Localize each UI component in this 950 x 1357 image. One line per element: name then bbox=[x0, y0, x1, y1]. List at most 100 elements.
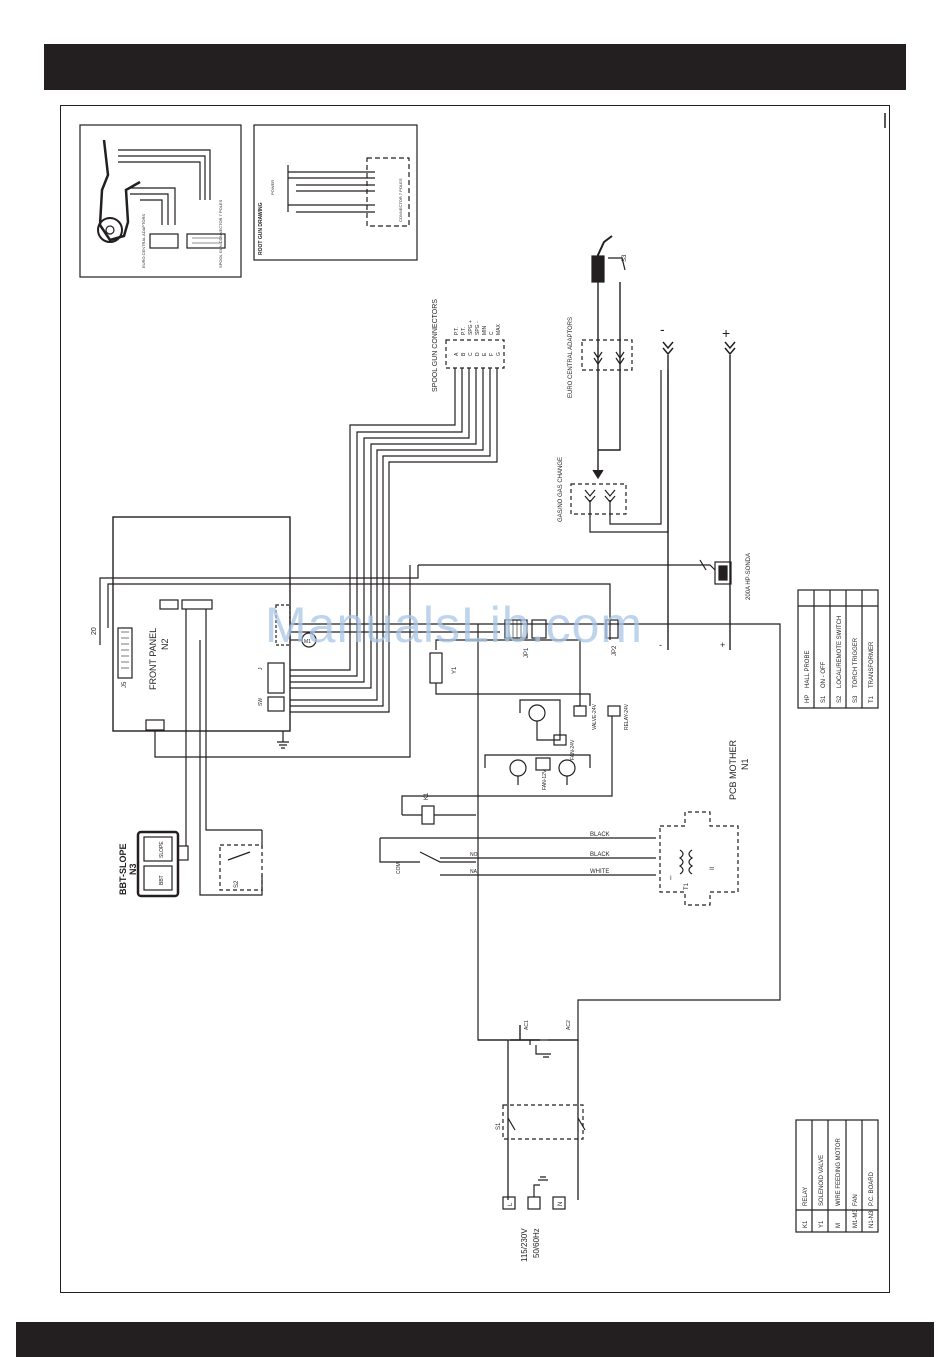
inset-right-power: POWER bbox=[270, 180, 275, 195]
y1-label: Y1 bbox=[452, 666, 458, 674]
inset-left-label-euro: EURO CENTRAL ADAPTORS bbox=[141, 214, 146, 268]
watermark: ManualsLib.com bbox=[265, 597, 644, 653]
legend-top-desc-1: ON - OFF bbox=[821, 661, 827, 688]
terminal-l: L bbox=[508, 1202, 514, 1206]
t1-secondary: II bbox=[710, 866, 716, 870]
legend-bottom-code-0: K1 bbox=[803, 1220, 809, 1228]
hall-probe-label: 200A HP-SONDA bbox=[746, 553, 752, 600]
spool-pin-g: G bbox=[496, 352, 502, 356]
ac2-label: AC2 bbox=[566, 1020, 572, 1030]
euro-central-adaptor: S3 EURO CENTRAL ADAPTORS bbox=[568, 235, 633, 480]
t1-label: T1 bbox=[684, 882, 690, 890]
supply-voltage: 115/230V bbox=[520, 1228, 529, 1262]
wire-black-1: BLACK bbox=[590, 832, 610, 838]
front-panel-ref: N2 bbox=[160, 638, 170, 650]
legend-bottom-code-3: M1-M3 bbox=[853, 1209, 859, 1228]
spool-pin-c: C bbox=[468, 352, 474, 356]
hall-probe: 200A HP-SONDA bbox=[418, 553, 752, 600]
spool-gun-label: SPOOL GUN CONNECTORS bbox=[432, 299, 439, 392]
contact-com: COM bbox=[396, 862, 402, 874]
legend-top-desc-4: TRANSFORMER bbox=[869, 641, 875, 688]
legend-top-code-3: S3 bbox=[853, 695, 859, 703]
inset-gun-drawing: EURO CENTRAL ADAPTORS SPOOL GUN CONNECTO… bbox=[79, 124, 242, 278]
header-bar bbox=[44, 44, 906, 90]
gas-change-label: GAS/NO GAS CHANGE bbox=[558, 457, 564, 522]
pcb-mother-name: PCB MOTHER bbox=[728, 739, 738, 800]
bbt-slope-ref: N3 bbox=[128, 863, 138, 875]
legend-top-code-2: S2 bbox=[837, 695, 843, 703]
output-terminals: - + - + bbox=[659, 321, 736, 650]
legend-top-desc-2: LOCAL/REMOTE SWITCH bbox=[837, 616, 843, 688]
spool-sig-4: MIN bbox=[482, 325, 488, 335]
switch-s2: S2 bbox=[199, 640, 263, 896]
bbt-slope-name: BBT-SLOPE bbox=[118, 843, 128, 895]
spool-pin-b: B bbox=[461, 352, 467, 356]
legend-bottom-code-1: Y1 bbox=[819, 1220, 825, 1228]
legend-bottom: K1 RELAY Y1 SOLENOID VALVE M WIRE FEEDIN… bbox=[795, 1119, 879, 1233]
spool-sig-1: P.T. bbox=[461, 327, 467, 335]
t1-primary: I bbox=[670, 876, 672, 882]
legend-bottom-desc-1: SOLENOID VALVE bbox=[819, 1155, 825, 1206]
valve-24v-label: VALVE-24V bbox=[592, 703, 598, 730]
spool-pin-f: F bbox=[489, 353, 495, 356]
legend-top-code-1: S1 bbox=[821, 695, 827, 703]
legend-top-code-0: HP bbox=[805, 695, 811, 703]
terminal-minus: - bbox=[660, 321, 665, 337]
ac1-label: AC1 bbox=[524, 1020, 530, 1030]
torch-s3-label: S3 bbox=[622, 254, 628, 262]
inset-right-title: ROOT GUN DRAWING bbox=[258, 202, 264, 255]
terminal-n: N bbox=[558, 1202, 564, 1206]
mains-supply: AC1 AC2 S1 L N 115/230V 50/60Hz bbox=[478, 1020, 586, 1262]
wire-count-20: 20 bbox=[91, 627, 98, 635]
bbt-slope-label-slope: SLOPE bbox=[159, 841, 165, 858]
spool-sig-3: SPG - bbox=[475, 321, 481, 335]
relay-24v-label: RELAY-24V bbox=[624, 703, 630, 730]
euro-adaptor-label: EURO CENTRAL ADAPTORS bbox=[568, 317, 574, 398]
spool-sig-5: C bbox=[489, 331, 495, 335]
inset-right-connector: CONNECTOR 7 POLES bbox=[398, 178, 403, 222]
relay-transformer: BLACK BLACK WHITE COM NO NA T1 I II bbox=[379, 811, 739, 906]
inset-root-gun-drawing: ROOT GUN DRAWING POWER CONNECTOR 7 POLES bbox=[253, 124, 418, 261]
inset-left-label-spool: SPOOL GUN CONNECTOR 7 POLES bbox=[218, 199, 223, 268]
pcb-mother-block: PCB MOTHER N1 JP1 JP2 Y1 VALVE-24V RELAY… bbox=[290, 619, 781, 1041]
bbt-slope-block: BBT-SLOPE N3 SLOPE BBT bbox=[118, 640, 189, 898]
legend-bottom-desc-4: P.C. BOARD bbox=[869, 1171, 875, 1206]
legend-bottom-desc-0: RELAY bbox=[803, 1187, 809, 1206]
legend-bottom-desc-3: FAN bbox=[853, 1194, 859, 1206]
spool-sig-6: MAX bbox=[496, 324, 502, 336]
gas-change-block: GAS/NO GAS CHANGE bbox=[558, 370, 669, 533]
contact-no: NO bbox=[470, 852, 478, 858]
wire-black-2: BLACK bbox=[590, 852, 610, 858]
motor-m1-label: M1 bbox=[304, 639, 311, 645]
legend-bottom-code-4: N1-N3 bbox=[869, 1210, 875, 1228]
legend-bottom-desc-2: WIRE FEEDING MOTOR bbox=[836, 1137, 842, 1206]
diagram-frame bbox=[60, 105, 890, 1293]
front-panel-name: FRONT PANEL bbox=[148, 628, 158, 690]
terminal-plus: + bbox=[722, 325, 730, 341]
pcb-plus: + bbox=[720, 640, 725, 650]
jp2-label: JP2 bbox=[612, 645, 618, 656]
panel-sw-label: SW bbox=[258, 698, 264, 706]
legend-top-code-4: T1 bbox=[869, 695, 875, 703]
front-panel-block: FRONT PANEL N2 J5 20 SW J M1 bbox=[91, 516, 611, 831]
legend-top-desc-0: HALL PROBE bbox=[805, 651, 811, 688]
pcb-mother-ref: N1 bbox=[740, 758, 750, 770]
contact-na: NA bbox=[470, 869, 478, 875]
supply-frequency: 50/60Hz bbox=[532, 1228, 541, 1258]
bbt-slope-label-bbt: BBT bbox=[159, 875, 165, 885]
footer-bar bbox=[16, 1322, 934, 1357]
spool-pin-a: A bbox=[454, 352, 460, 356]
fan-24v-label: FAN-24V bbox=[570, 739, 576, 760]
j5-label: J5 bbox=[122, 681, 128, 688]
legend-top: HP HALL PROBE S1 ON - OFF S2 LOCAL/REMOT… bbox=[797, 589, 879, 709]
legend-top-desc-3: TORCH TRIGGER bbox=[853, 637, 859, 688]
legend-bottom-code-2: M bbox=[836, 1223, 842, 1228]
pcb-minus: - bbox=[659, 640, 662, 650]
spool-pin-d: D bbox=[475, 352, 481, 356]
jp1-label: JP1 bbox=[524, 647, 530, 658]
panel-j-label: J bbox=[258, 667, 264, 670]
spool-sig-0: P.T. bbox=[454, 327, 460, 335]
spool-sig-2: SPG + bbox=[468, 320, 474, 335]
wire-white: WHITE bbox=[590, 869, 609, 875]
